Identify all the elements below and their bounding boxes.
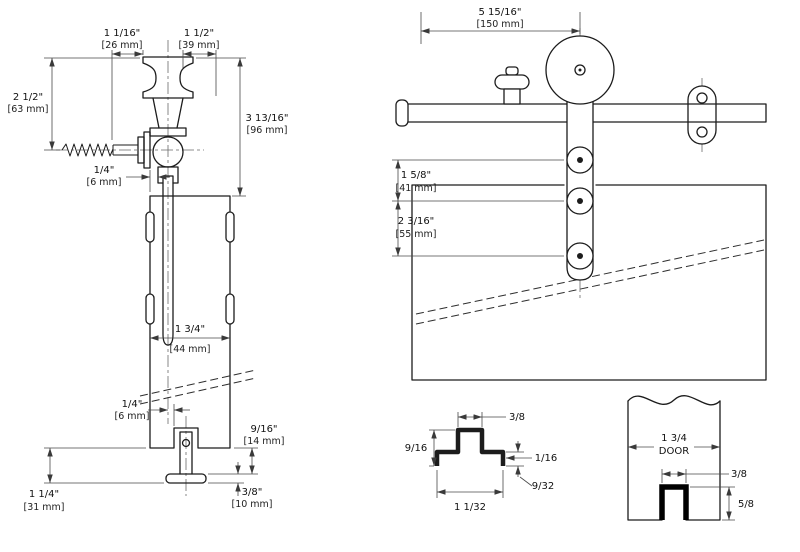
spacer-screw-top bbox=[696, 92, 708, 104]
dim-63-mm: [63 mm] bbox=[7, 104, 48, 115]
door-profile-section: 1 3/4 DOOR 3/8 5/8 bbox=[627, 395, 754, 521]
floor-guide-side bbox=[165, 431, 207, 484]
dim-41mm: 1 5/8" [41 mm] bbox=[392, 159, 564, 202]
dim-14mm: 9/16" [14 mm] bbox=[208, 424, 285, 475]
screw-threads bbox=[61, 143, 114, 157]
roller-wheel-side bbox=[142, 56, 194, 99]
dim-44-in: 1 3/4" bbox=[175, 324, 205, 335]
dim-63-in: 2 1/2" bbox=[13, 92, 43, 103]
dim-10-mm: [10 mm] bbox=[231, 499, 272, 510]
dim-6a-in: 1/4" bbox=[94, 165, 115, 176]
dim-31-in: 1 1/4" bbox=[29, 489, 59, 500]
dim-150-mm: [150 mm] bbox=[476, 19, 523, 30]
dim-41-mm: [41 mm] bbox=[395, 183, 436, 194]
dim-guide-bottom: 1 1/32 bbox=[436, 470, 504, 513]
dim-guide-notch-label: 9/32 bbox=[532, 481, 554, 492]
door-label: DOOR bbox=[659, 446, 689, 457]
spacer-slot bbox=[225, 211, 235, 243]
dim-96-mm: [96 mm] bbox=[246, 125, 287, 136]
dim-44-mm: [44 mm] bbox=[169, 344, 210, 355]
door-front-outline bbox=[411, 184, 767, 381]
guide-flange bbox=[165, 473, 207, 484]
dim-groove-width: 3/8 bbox=[661, 469, 747, 483]
stop-cap bbox=[494, 74, 530, 90]
dim-6mm-lower: 1/4" [6 mm] bbox=[115, 399, 190, 426]
dim-6b-in: 1/4" bbox=[122, 399, 143, 410]
dim-guide-bottom-label: 1 1/32 bbox=[454, 502, 486, 513]
anti-jump-block bbox=[157, 166, 179, 184]
dim-63mm: 2 1/2" [63 mm] bbox=[7, 57, 140, 151]
dim-guide-left-label: 9/16 bbox=[405, 443, 427, 454]
front-view: 5 15/16" [150 mm] 1 5/8" [41 mm] 2 3/16"… bbox=[392, 7, 767, 381]
stop-knob bbox=[505, 66, 519, 76]
dim-31-mm: [31 mm] bbox=[23, 502, 64, 513]
spacer-screw-bottom bbox=[696, 126, 708, 138]
dim-guide-notch: 9/32 bbox=[506, 441, 554, 492]
dim-guide-top: 3/8 bbox=[457, 412, 525, 427]
guide-screw bbox=[181, 438, 191, 448]
dim-6b-mm: [6 mm] bbox=[115, 411, 150, 422]
dim-26-mm: [26 mm] bbox=[101, 40, 142, 51]
dim-31mm: 1 1/4" [31 mm] bbox=[23, 447, 164, 513]
wall-spacer bbox=[687, 85, 717, 145]
dim-39-in: 1 1/2" bbox=[184, 28, 214, 39]
door-groove bbox=[659, 484, 689, 520]
dim-6mm-upper: 1/4" [6 mm] bbox=[87, 165, 170, 192]
dim-10-in: 3/8" bbox=[242, 487, 263, 498]
dim-guide-left: 9/16 bbox=[405, 429, 455, 467]
dim-41-in: 1 5/8" bbox=[401, 170, 431, 181]
rail-end-cap bbox=[395, 99, 409, 127]
dim-groove-depth: 5/8 bbox=[690, 486, 754, 521]
dim-39-mm: [39 mm] bbox=[178, 40, 219, 51]
dim-26-in: 1 1/16" bbox=[104, 28, 141, 39]
spacer-slot bbox=[145, 211, 155, 243]
door-width-label: 1 3/4 bbox=[661, 433, 687, 444]
screw-shank bbox=[112, 144, 138, 156]
dim-14-mm: [14 mm] bbox=[243, 436, 284, 447]
dim-96mm: 3 13/16" [96 mm] bbox=[196, 57, 289, 197]
dim-55mm: 2 3/16" [55 mm] bbox=[392, 201, 564, 257]
door-break-wave bbox=[627, 395, 721, 406]
strap-bolts bbox=[566, 146, 594, 270]
dim-6a-mm: [6 mm] bbox=[87, 177, 122, 188]
roller-wheel-front bbox=[545, 35, 615, 105]
groove-width-label: 3/8 bbox=[731, 469, 747, 480]
screw-washer bbox=[143, 131, 151, 169]
dim-55-mm: [55 mm] bbox=[395, 229, 436, 240]
dim-150mm: 5 15/16" [150 mm] bbox=[420, 7, 581, 44]
dim-44mm: 1 3/4" [44 mm] bbox=[150, 324, 230, 355]
guide-profile-shape bbox=[434, 427, 506, 466]
dim-guide-right: 1/16 bbox=[506, 453, 557, 464]
door-profile-outline bbox=[627, 400, 721, 521]
guide-stem bbox=[179, 431, 193, 475]
spacer-slot bbox=[225, 293, 235, 325]
spacer-body bbox=[687, 85, 717, 145]
dim-guide-right-label: 1/16 bbox=[535, 453, 557, 464]
dim-150-in: 5 15/16" bbox=[479, 7, 522, 18]
break-lines bbox=[139, 369, 257, 405]
dim-guide-top-label: 3/8 bbox=[509, 412, 525, 423]
dim-14-in: 9/16" bbox=[250, 424, 277, 435]
dim-55-in: 2 3/16" bbox=[398, 216, 435, 227]
dim-39mm: 1 1/2" [39 mm] bbox=[178, 28, 220, 96]
side-view: 1 1/16" [26 mm] 1 1/2" [39 mm] 2 1/2" [6… bbox=[7, 28, 288, 513]
dim-10mm: 3/8" [10 mm] bbox=[208, 462, 273, 510]
spacer-slot bbox=[145, 293, 155, 325]
dim-96-in: 3 13/16" bbox=[246, 113, 289, 124]
groove-depth-label: 5/8 bbox=[738, 499, 754, 510]
dim-26mm: 1 1/16" [26 mm] bbox=[101, 28, 144, 140]
door-stop bbox=[494, 66, 530, 105]
guide-profile-section: 3/8 9/16 1/16 9/32 1 1/32 bbox=[405, 412, 557, 513]
hanger-bracket bbox=[152, 97, 184, 129]
dim-door-width: 1 3/4 DOOR bbox=[628, 433, 720, 457]
stop-neck bbox=[503, 88, 521, 105]
wheel-hub bbox=[574, 64, 586, 76]
lag-screw bbox=[61, 131, 151, 169]
